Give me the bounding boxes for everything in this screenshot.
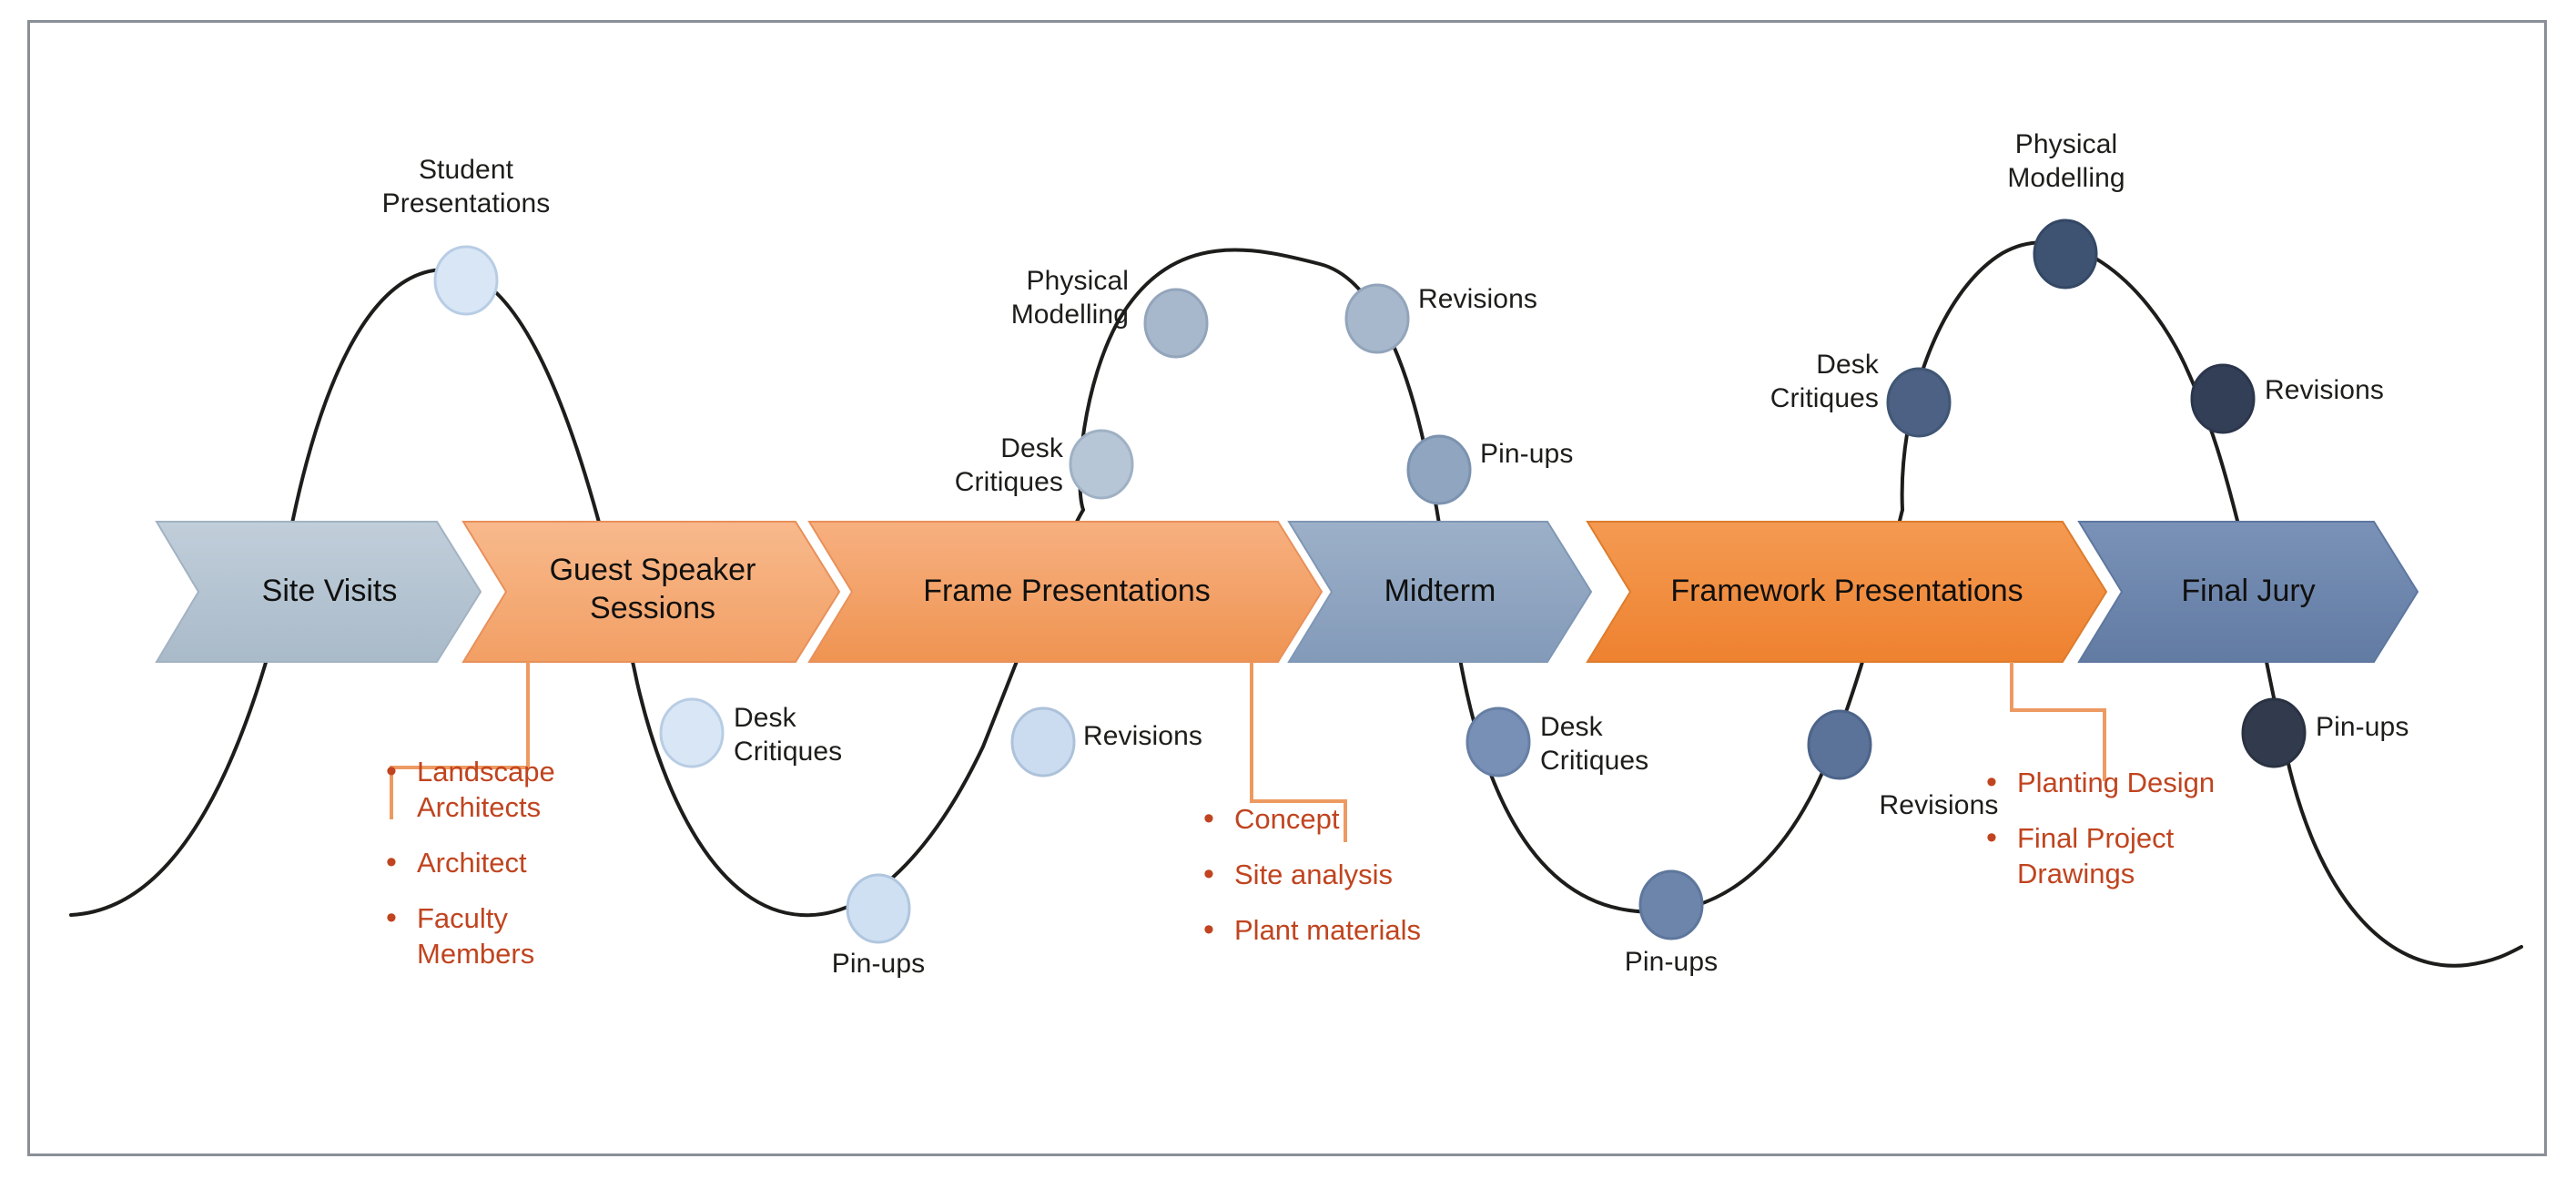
bullet-dot-icon: • [1986,820,1997,855]
bullet-label: Architect [417,847,527,879]
bullet-label: Concept [1234,803,1340,835]
node-label-revisions-3: Revisions [1879,790,1999,820]
stage-label-site-visits: Site Visits [261,574,398,608]
node-label-desk-critiques-1: Desk Critiques [734,703,843,767]
node-label-desk-critiques-4: Desk Critiques [1770,350,1879,413]
node-label-pin-ups-4: Pin-ups [2316,712,2409,742]
bullet-group-frame-presentation-detail: • Concept • Site analysis • Plant materi… [1203,801,1513,968]
node-label-pin-ups-3: Pin-ups [1624,947,1719,977]
node-label-revisions-2: Revisions [1418,284,1537,314]
list-item: • Faculty Members [386,900,659,971]
bullet-dot-icon: • [386,754,397,788]
list-item: • Landscape Architects [386,754,659,825]
bullet-label: Final Project Drawings [2017,822,2175,889]
list-item: • Concept [1203,801,1513,837]
bullet-label: Plant materials [1234,914,1422,946]
list-item: • Plant materials [1203,912,1513,948]
node-label-physical-modelling-2: Physical Modelling [2007,129,2125,193]
node-label-desk-critiques-2: Desk Critiques [954,433,1063,497]
node-label-revisions-1: Revisions [1083,721,1202,751]
list-item: • Planting Design [1986,765,2296,800]
node-label-student-presentations: Student Presentations [381,155,551,219]
list-item: • Final Project Drawings [1986,820,2296,891]
bullet-dot-icon: • [386,900,397,935]
bullet-group-framework-presentation-detail: • Planting Design • Final Project Drawin… [1986,765,2296,911]
bullet-dot-icon: • [1203,857,1214,891]
bullet-dot-icon: • [386,845,397,879]
bullet-dot-icon: • [1203,801,1214,836]
stage-label-final-jury: Final Jury [2181,574,2316,608]
stage-label-frame-presentations: Frame Presentations [923,574,1211,608]
node-label-pin-ups-2: Pin-ups [1480,439,1574,469]
bullet-label: Landscape Architects [417,756,555,823]
bullet-label: Site analysis [1234,859,1394,890]
node-label-revisions-4: Revisions [2265,375,2384,405]
bullet-dot-icon: • [1986,765,1997,799]
bullet-label: Planting Design [2017,767,2216,798]
stage-label-framework-presentations: Framework Presentations [1670,574,2023,608]
list-item: • Site analysis [1203,857,1513,892]
node-label-desk-critiques-3: Desk Critiques [1540,712,1649,776]
list-item: • Architect [386,845,659,880]
bullet-label: Faculty Members [417,902,535,970]
stage-label-guest-speaker-sessions: Guest Speaker Sessions [549,553,756,625]
bullet-group-guest-speaker-detail: • Landscape Architects • Architect • Fac… [386,754,659,991]
stage-label-midterm: Midterm [1384,574,1496,608]
bullet-dot-icon: • [1203,912,1214,947]
node-label-physical-modelling-2-left: Physical Modelling [1010,266,1129,330]
node-label-pin-ups-1: Pin-ups [831,949,926,979]
